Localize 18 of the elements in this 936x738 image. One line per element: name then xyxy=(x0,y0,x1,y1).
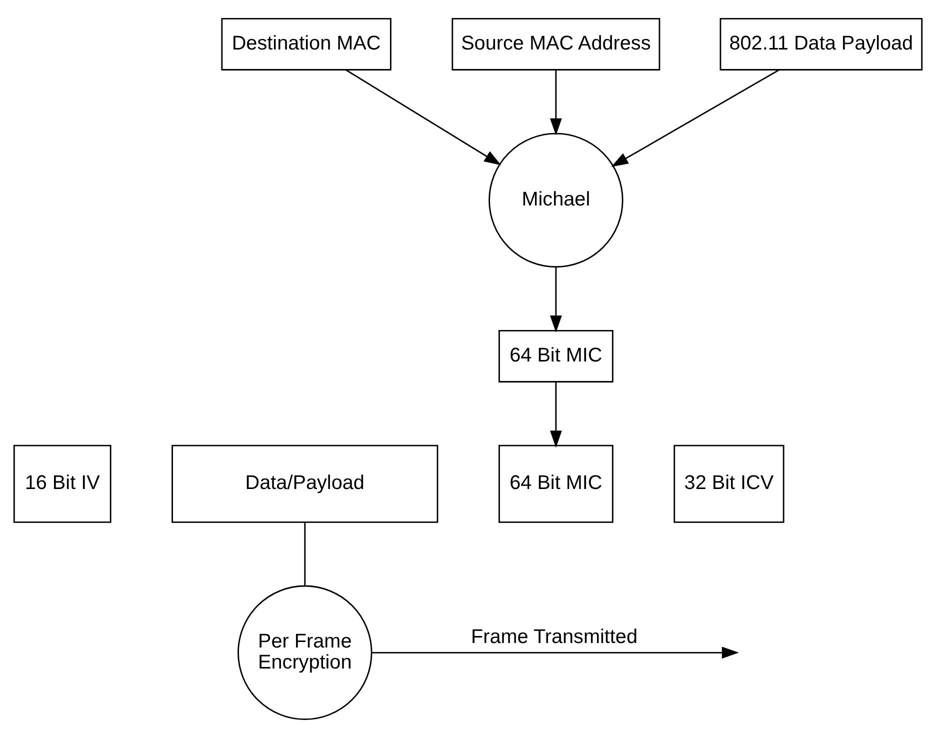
arrow xyxy=(611,69,780,167)
node-box: Destination MAC xyxy=(221,18,392,70)
node-box: 64 Bit MIC xyxy=(498,330,614,382)
arrow xyxy=(550,70,562,136)
node-box: Source MAC Address xyxy=(452,18,660,70)
node-circle: Per Frame Encryption xyxy=(238,585,372,720)
node-box: 32 Bit ICV xyxy=(674,444,784,523)
arrow xyxy=(550,267,562,333)
node-box: Data/Payload xyxy=(172,444,438,523)
node-box: 16 Bit IV xyxy=(13,444,112,523)
node-box: 64 Bit MIC xyxy=(498,444,614,523)
node-box: 802.11 Data Payload xyxy=(720,18,923,70)
arrow xyxy=(550,382,562,448)
arrow xyxy=(346,69,502,166)
node-circle: Michael xyxy=(488,132,624,268)
edge-label: Frame Transmitted xyxy=(471,626,638,648)
connector xyxy=(304,522,306,586)
arrow xyxy=(372,646,739,659)
